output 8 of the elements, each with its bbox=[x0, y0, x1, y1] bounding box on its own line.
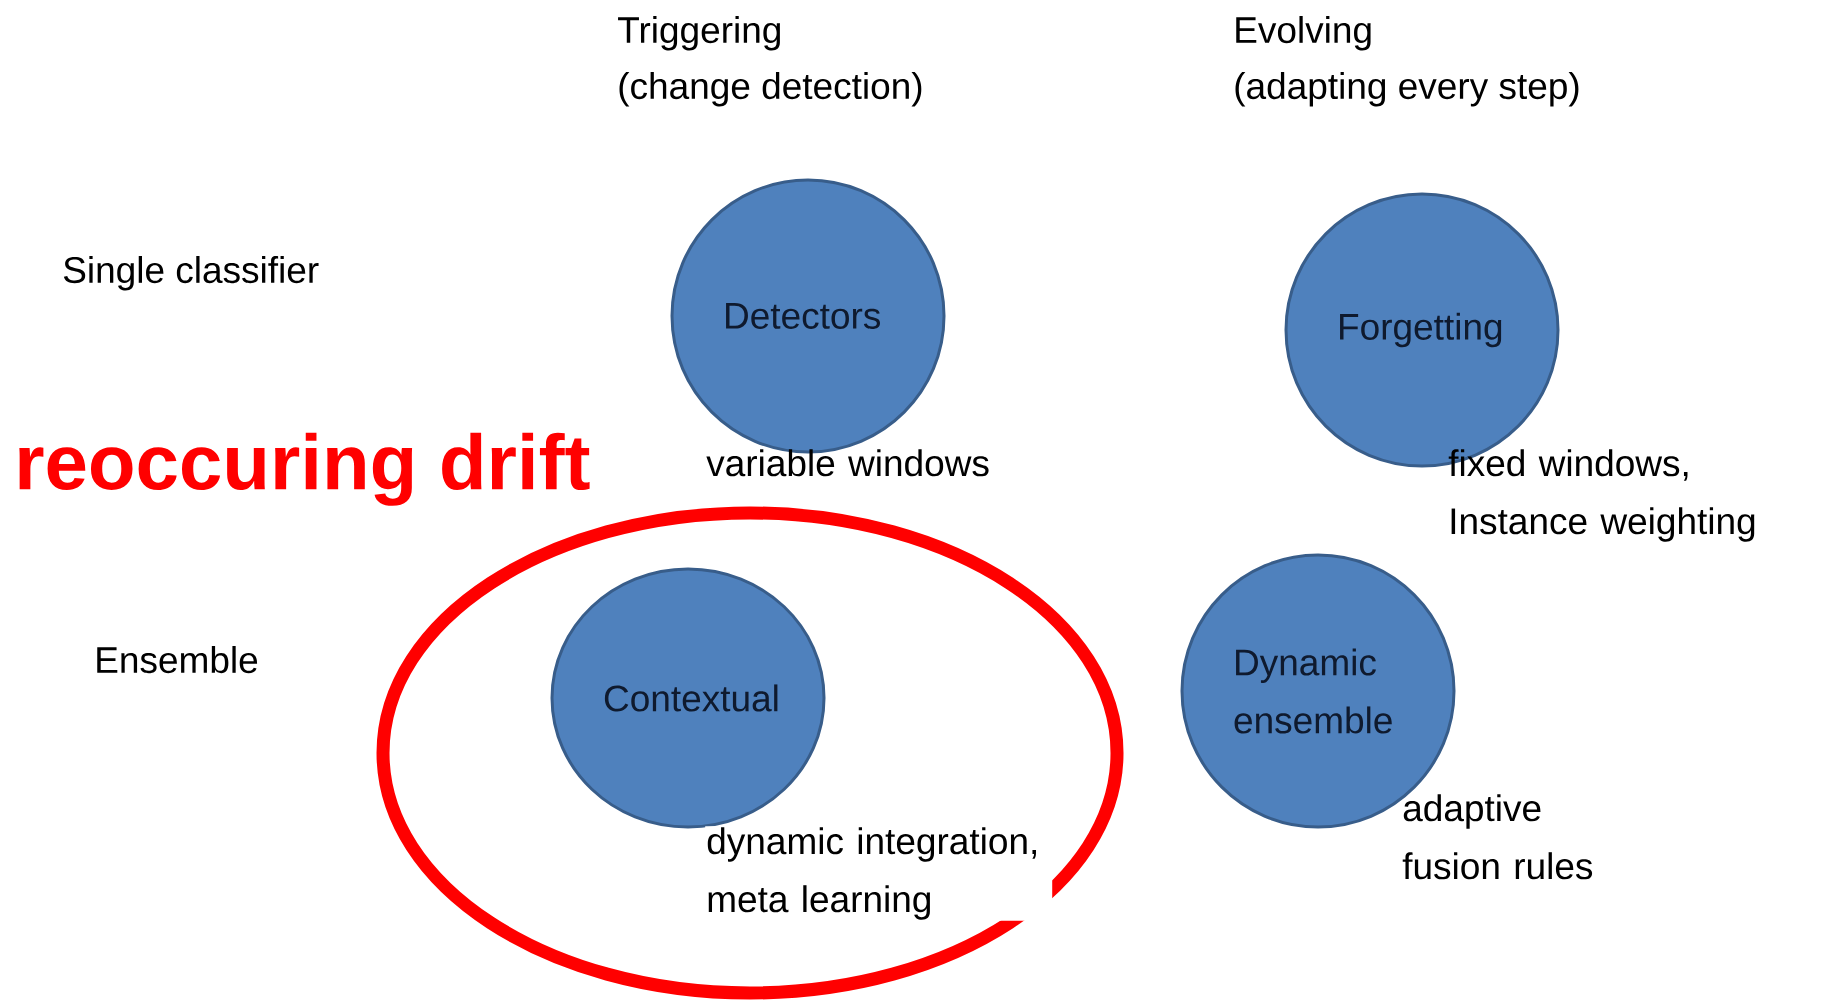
column-heading: Evolving bbox=[1236, 16, 1371, 51]
column-heading: Triggering bbox=[618, 16, 780, 51]
column-heading: (change detection) bbox=[619, 72, 922, 107]
row-label: Ensemble bbox=[97, 646, 258, 674]
description-text: dynamic integration, meta learning bbox=[705, 826, 1053, 921]
drift-heading: reoccuring drift bbox=[19, 432, 590, 506]
column-heading: (adapting every step) bbox=[1235, 72, 1579, 107]
row-label: Single classifier bbox=[63, 256, 319, 291]
